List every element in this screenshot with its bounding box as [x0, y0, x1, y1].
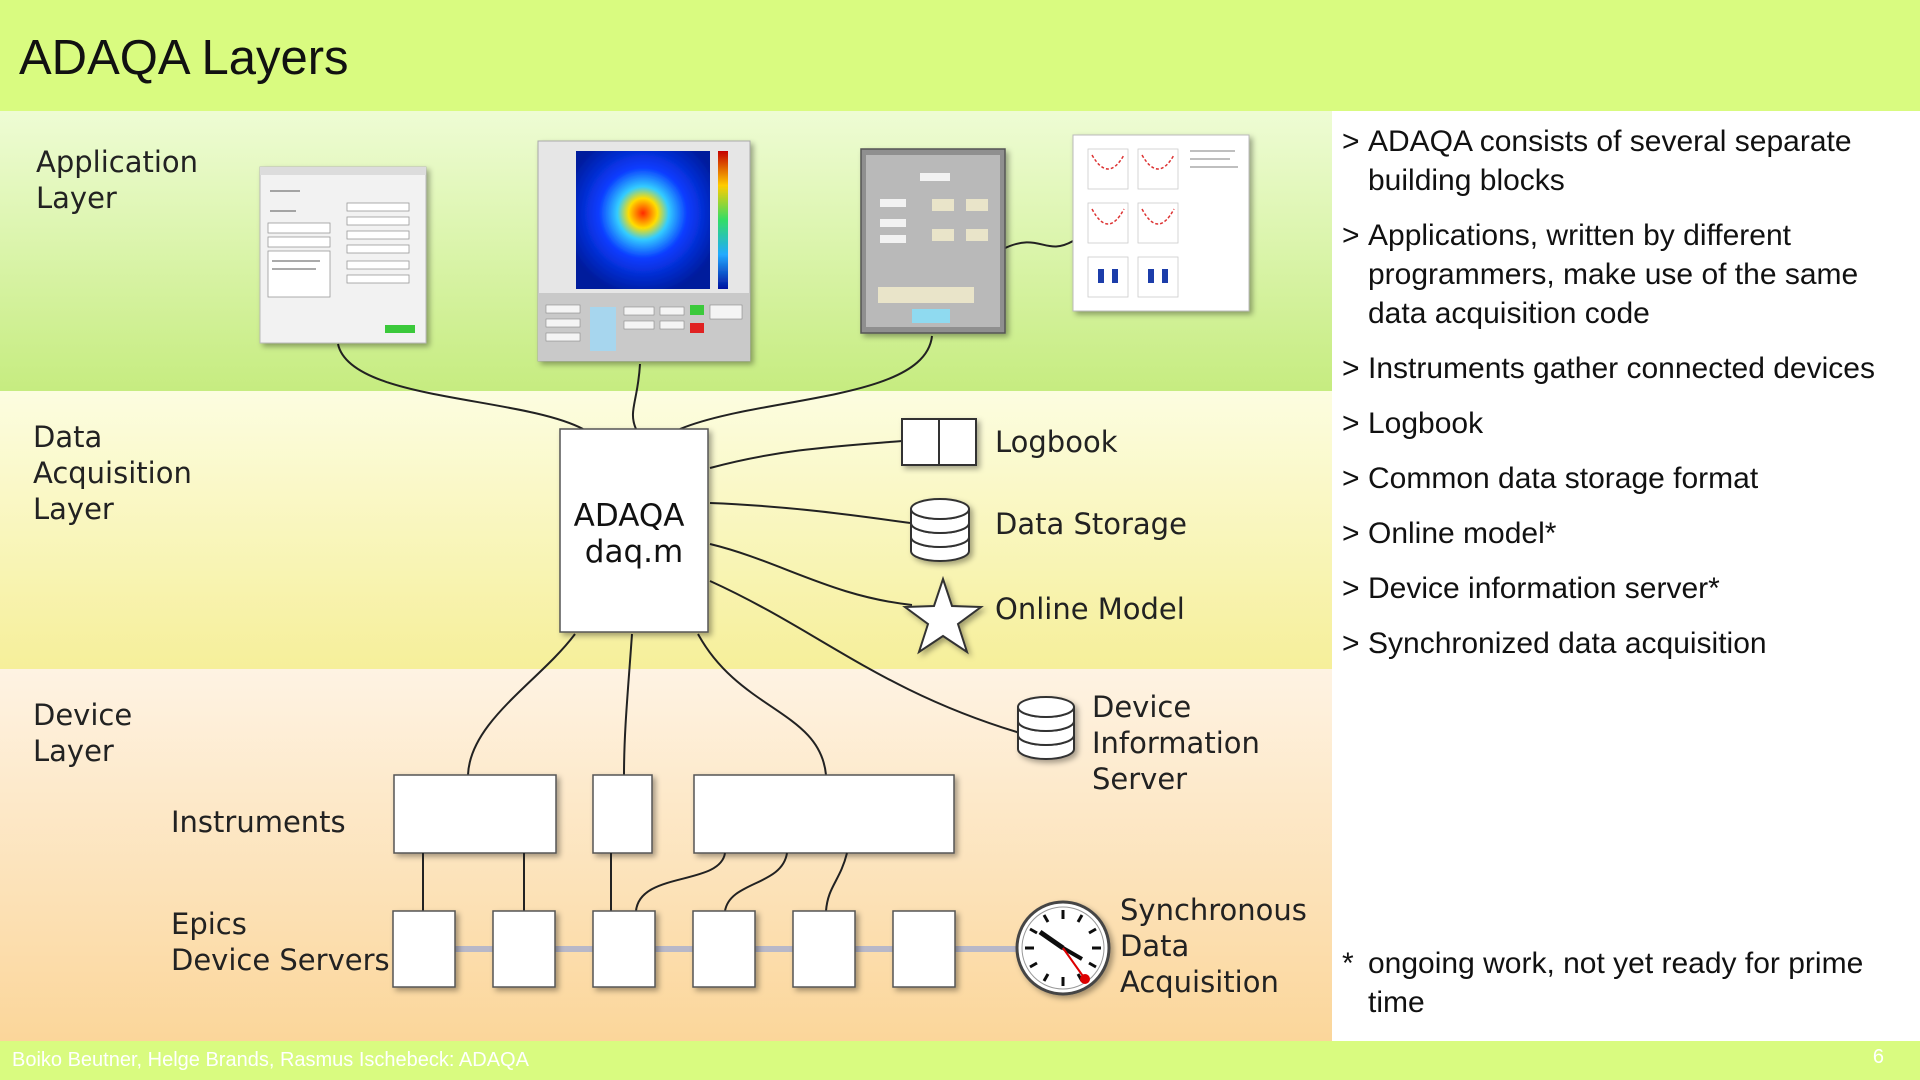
- architecture-diagram: Application Layer Data Acquisition Layer…: [0, 111, 1332, 1041]
- data-acquisition-layer-label: Data Acquisition Layer: [33, 420, 201, 526]
- bullet-item: >Synchronized data acquisition: [1342, 627, 1767, 660]
- app-screenshot-heatmap: [537, 140, 751, 362]
- server-connectors: [422, 852, 848, 912]
- app-screenshot-plot-grid: [1072, 134, 1250, 312]
- footnote: * ongoing work, not yet ready for prime …: [1342, 947, 1864, 1019]
- title-bar: [0, 0, 1920, 111]
- bullet-item: >Applications, written by different prog…: [1342, 219, 1859, 330]
- footer-bar: [0, 1041, 1920, 1080]
- instruments-label: Instruments: [171, 805, 346, 839]
- slide-title: ADAQA Layers: [19, 31, 349, 85]
- instrument-connectors: [467, 633, 827, 776]
- adaqa-daq-label: ADAQA daq.m: [574, 498, 695, 570]
- application-layer-label: Application Layer: [36, 145, 207, 215]
- footer-authors: Boiko Beutner, Helge Brands, Rasmus Isch…: [12, 1049, 529, 1071]
- device-layer-band: [0, 669, 1332, 1041]
- bullet-item: >Device information server*: [1342, 572, 1720, 605]
- daq-connectors: [709, 440, 1021, 734]
- logbook-icon: [901, 418, 977, 466]
- epics-device-servers-label: Epics Device Servers: [171, 907, 390, 977]
- logbook-label: Logbook: [995, 425, 1118, 459]
- device-layer-label: Device Layer: [33, 698, 141, 768]
- bullet-item: >Logbook: [1342, 407, 1484, 440]
- app-screenshot-control-panel: [860, 148, 1006, 334]
- adaqa-daq-box: [559, 428, 709, 633]
- clock-icon: [1015, 900, 1111, 996]
- bullet-item: >ADAQA consists of several separate buil…: [1342, 125, 1852, 197]
- sync-data-acquisition-label: Synchronous Data Acquisition: [1120, 893, 1316, 999]
- app-screenshot-form-dialog: [259, 166, 427, 344]
- epics-server-boxes: [392, 910, 956, 988]
- app-connectors: [337, 240, 1074, 430]
- device-info-server-label: Device Information Server: [1092, 690, 1269, 796]
- bullet-item: >Online model*: [1342, 517, 1557, 550]
- device-info-database-icon: [1017, 696, 1075, 760]
- database-icon: [910, 498, 970, 562]
- page-number: 6: [1872, 1046, 1884, 1068]
- online-model-label: Online Model: [995, 592, 1185, 626]
- bullet-item: >Instruments gather connected devices: [1342, 352, 1875, 385]
- instrument-boxes: [393, 774, 955, 854]
- bullet-list: >ADAQA consists of several separate buil…: [1338, 122, 1898, 679]
- bullet-item: >Common data storage format: [1342, 462, 1759, 495]
- star-icon: [902, 575, 984, 655]
- data-storage-label: Data Storage: [995, 507, 1187, 541]
